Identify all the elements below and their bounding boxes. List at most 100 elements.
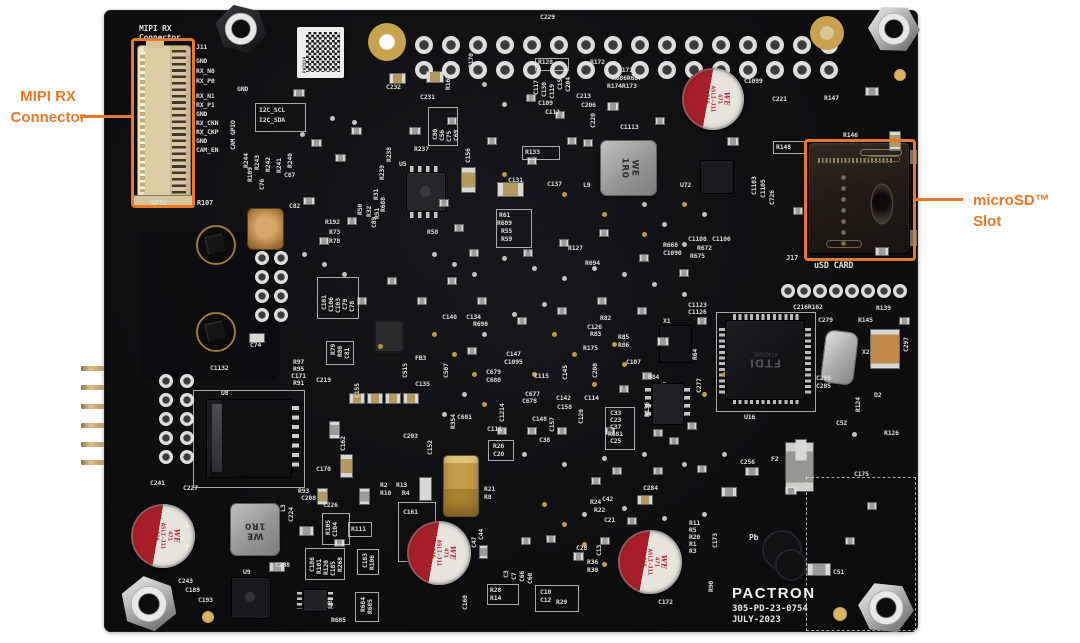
silkscreen-label: R73: [329, 228, 341, 236]
silkscreen-label: C203: [403, 432, 418, 440]
silkscreen-label: C33: [610, 409, 622, 417]
header-pin: [81, 366, 104, 371]
silkscreen-label: C87: [284, 171, 296, 179]
silkscreen-label: J11: [196, 43, 208, 51]
u9-logo: [245, 592, 255, 602]
silkscreen-label: C726: [768, 190, 776, 205]
microsd-spring-bottom: [826, 240, 862, 248]
chip-passive: [528, 428, 536, 434]
silkscreen-label: R242: [264, 157, 272, 172]
gold-via-dot: [582, 542, 587, 547]
via-dot: [542, 302, 547, 307]
silkscreen-label: R28: [490, 586, 502, 594]
chip-passive: [320, 238, 328, 244]
u8-chip: [206, 399, 292, 478]
chip-passive: [866, 88, 878, 95]
chip-passive: [600, 230, 608, 236]
chip-passive: [680, 270, 688, 276]
silkscreen-label: R126: [884, 429, 899, 437]
chip-passive: [448, 118, 456, 124]
silkscreen-label: R136: [643, 402, 651, 417]
chip-passive: [410, 128, 420, 134]
silkscreen-label: C226: [323, 501, 338, 509]
chip-passive: [547, 536, 555, 542]
silkscreen-label: C120: [577, 409, 585, 424]
silkscreen-label: C680: [486, 376, 501, 384]
through-hole-pad: [159, 431, 173, 445]
through-hole-pad: [829, 284, 843, 298]
silkscreen-label: R243: [253, 155, 261, 170]
silkscreen-label: C232: [386, 83, 401, 91]
chip-passive: [304, 198, 314, 204]
silkscreen-label: GND: [196, 137, 208, 145]
silkscreen-label: C82: [289, 202, 301, 210]
chip-passive: [598, 298, 606, 304]
silkscreen-outline: [322, 513, 350, 545]
header-pin: [81, 385, 104, 390]
via-dot: [662, 222, 667, 227]
silkscreen-label: R170: [467, 53, 475, 68]
silkscreen-label: L3: [279, 504, 287, 512]
chip-passive: [468, 348, 476, 354]
silkscreen-label: R145: [858, 316, 873, 324]
silkscreen-label: C37: [610, 423, 622, 431]
silkscreen-label: R689: [497, 219, 512, 227]
silkscreen-label: C1105: [759, 179, 767, 198]
manufacturer-logo: PACTRON: [732, 585, 816, 602]
silkscreen-label: C21: [604, 516, 616, 524]
silkscreen-outline: [535, 58, 569, 71]
chip-passive: [480, 546, 487, 558]
silkscreen-label: R174R173: [607, 82, 637, 90]
through-hole-pad: [797, 284, 811, 298]
silkscreen-label: R90: [707, 580, 715, 592]
chip-passive: [498, 183, 523, 196]
small-inductor: [374, 320, 404, 353]
silkscreen-label: Connector: [139, 33, 181, 42]
silkscreen-label: MIPI RX: [139, 24, 172, 33]
silkscreen-label: U9: [243, 568, 251, 576]
chip-passive: [488, 138, 496, 144]
silkscreen-label: C76: [258, 178, 266, 190]
silkscreen-label: C78: [348, 300, 356, 312]
chip-passive: [608, 103, 618, 110]
silkscreen-label: C131: [508, 176, 523, 184]
silkscreen-label: R10: [380, 489, 392, 497]
u8-pins-right: [292, 406, 299, 472]
silkscreen-label: C112: [545, 108, 560, 116]
silkscreen-label: C229: [540, 13, 555, 21]
via-dot: [642, 452, 647, 457]
silkscreen-label: C51: [833, 568, 845, 576]
silkscreen-label: R93: [298, 487, 310, 495]
u33-chip: [303, 589, 328, 612]
gold-via-dot: [602, 212, 607, 217]
chip-passive: [613, 468, 621, 474]
silkscreen-label: R61: [499, 211, 511, 219]
gold-via-dot: [642, 232, 647, 237]
silkscreen-label: C44: [477, 528, 485, 540]
via-dot: [652, 282, 657, 287]
silkscreen-label: C256: [740, 458, 755, 466]
chip-passive: [270, 563, 284, 571]
silkscreen-label: C507: [442, 363, 450, 378]
silkscreen-outline: [716, 312, 816, 412]
silkscreen-label: R148: [776, 143, 791, 151]
mounting-hole: [810, 16, 844, 50]
chip-passive: [300, 527, 313, 535]
via-dot: [322, 262, 327, 267]
through-hole-pad: [766, 61, 784, 79]
silkscreen-label: R2: [380, 481, 388, 489]
gold-via-dot: [702, 392, 707, 397]
gold-via-dot: [482, 402, 487, 407]
silkscreen-label: uSD CARD: [814, 261, 854, 271]
u5-pins-bottom: [410, 212, 442, 218]
through-hole-pad: [766, 36, 784, 54]
silkscreen-label: R36: [587, 558, 599, 566]
through-hole-pad: [496, 36, 514, 54]
silkscreen-label: C152: [426, 440, 434, 455]
through-hole-pad: [255, 270, 269, 284]
microsd-highlight-box: [804, 139, 916, 261]
